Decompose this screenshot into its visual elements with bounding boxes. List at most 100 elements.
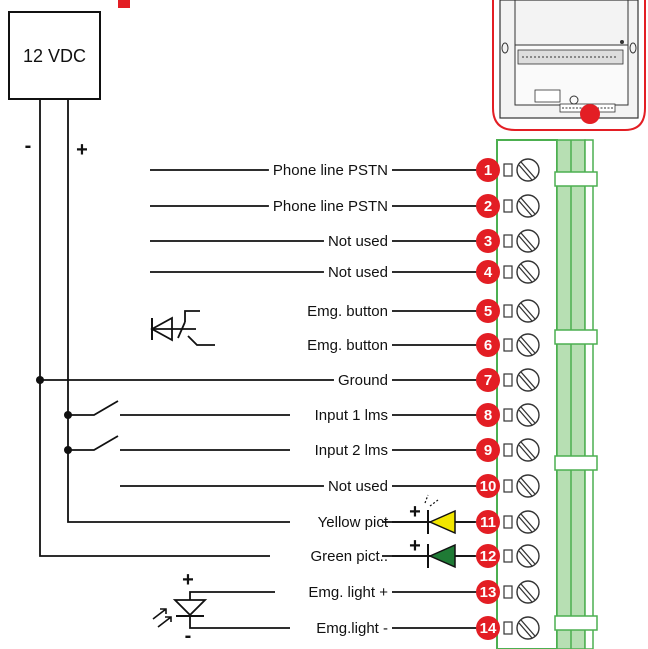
light-minus-sign: - [185,625,192,647]
green-pictogram-led: + [382,535,475,569]
terminal-number-badge [476,333,500,357]
terminal-label: Not used [328,264,388,281]
terminal-row: Not used 4 [150,260,540,284]
terminal-number: 3 [484,233,492,250]
terminal-number: 6 [484,337,492,354]
terminal-slot [503,199,513,213]
emergency-light-symbol: + - [152,569,290,647]
light-plus-sign: + [182,569,194,591]
terminal-slot [503,373,513,387]
terminal-row: Ground 7 [40,368,540,392]
terminal-row: Phone line PSTN 1 [150,158,540,182]
yellow-pict-plus: + [409,501,421,523]
terminal-label: Not used [328,233,388,250]
terminal-number-badge [476,474,500,498]
terminal-number-badge [476,438,500,462]
terminal-slot [503,265,513,279]
terminal-number-badge [476,544,500,568]
device-outline [492,0,646,131]
input2-switch [68,435,119,451]
terminal-label: Emg.light - [316,620,388,637]
terminal-number: 11 [480,514,496,531]
input1-switch [68,400,119,416]
terminal-number: 12 [480,548,497,565]
yellow-led-triangle [428,509,456,535]
terminal-row: Emg. button 6 [307,333,540,357]
terminal-label: Input 1 lms [315,407,388,424]
terminal-slot [503,479,513,493]
terminal-slot [503,549,513,563]
button-wire-bottom [187,335,215,346]
positive-rail [67,99,290,523]
terminal-slot [503,338,513,352]
button-wire-top [184,310,200,322]
terminal-number: 4 [484,264,493,281]
terminal-clip [554,171,598,187]
terminal-number-badge [476,403,500,427]
terminal-row: Emg. light + 13 [308,580,540,604]
terminal-number: 13 [480,584,497,601]
terminal-label: Emg. button [307,337,388,354]
terminal-label: Emg. light + [308,584,388,601]
terminal-label: Phone line PSTN [273,162,388,179]
terminal-label: Green pict.. [310,548,388,565]
terminal-number: 9 [484,442,492,459]
header-fragment [118,0,130,8]
terminal-clip [554,455,598,471]
terminal-slot [503,234,513,248]
terminal-number: 14 [480,620,497,637]
emergency-button-symbol [150,310,215,346]
terminal-number: 1 [484,162,492,179]
terminal-slot [503,585,513,599]
terminal-slot [503,304,513,318]
terminal-row: Not used 3 [150,229,540,253]
terminal-number-badge [476,299,500,323]
terminal-number: 10 [480,478,497,495]
terminal-row: Phone line PSTN 2 [150,194,540,218]
terminal-clip [554,615,598,631]
green-led-triangle [428,543,456,569]
device-photo [492,0,646,131]
terminal-number: 2 [484,198,492,215]
terminal-slot [503,621,513,635]
terminal-label: Ground [338,372,388,389]
terminal-number: 8 [484,407,492,424]
terminal-row: Input 2 lms 9 [315,438,540,462]
terminal-number-badge [476,580,500,604]
power-supply-label: 12 VDC [23,46,86,66]
power-supply-box [8,11,101,100]
terminal-label: Phone line PSTN [273,198,388,215]
terminal-number: 7 [484,372,492,389]
terminal-label: Input 2 lms [315,442,388,459]
negative-rail [39,99,270,557]
terminal-number-badge [476,368,500,392]
terminal-row: Input 1 lms 8 [315,403,540,427]
terminal-slot [503,163,513,177]
light-wire-minus [189,615,290,629]
terminal-slot [503,408,513,422]
terminal-number-badge [476,158,500,182]
power-minus-sign: - [25,135,32,157]
yellow-pictogram-led: + [382,494,475,535]
terminal-clip [554,329,598,345]
terminal-number-badge [476,229,500,253]
terminal-label: Yellow pict [318,514,389,531]
terminal-number-badge [476,260,500,284]
terminal-block [496,139,598,649]
terminal-slot [503,443,513,457]
terminal-slot [503,515,513,529]
power-plus-sign: + [76,139,88,161]
light-diode-triangle [172,599,208,617]
terminal-label: Not used [328,478,388,495]
terminal-row: Not used 10 [120,474,540,498]
terminal-number: 5 [484,303,492,320]
terminal-number-badge [476,616,500,640]
light-wire-plus [189,591,275,600]
terminal-label: Emg. button [307,303,388,320]
terminal-row: Emg. button 5 [307,299,540,323]
input-switches [68,400,290,451]
terminal-location-marker [580,104,600,124]
power-rails [36,99,290,557]
